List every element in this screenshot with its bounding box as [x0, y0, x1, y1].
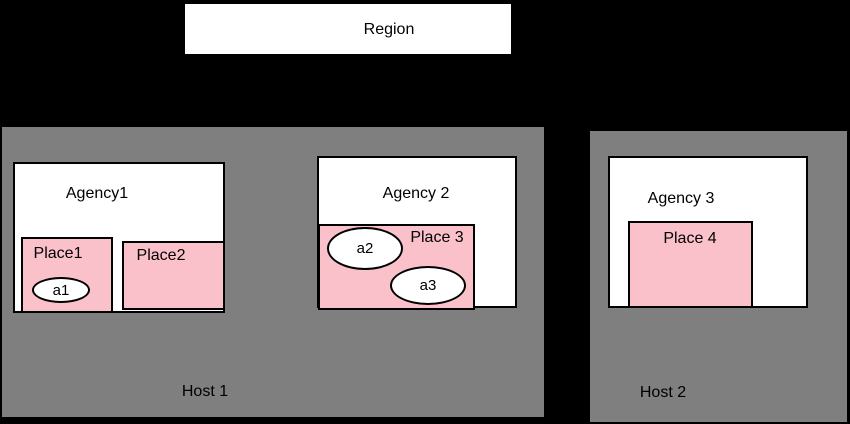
agent-a2-label: a2: [356, 240, 374, 257]
agency-3-label: Agency 3: [647, 190, 715, 207]
host-1-label: Host 1: [181, 383, 229, 400]
host-2-label: Host 2: [639, 384, 687, 401]
place-2-box: [122, 241, 225, 310]
region-label: Region: [363, 21, 415, 38]
place-4-label: Place 4: [663, 230, 717, 247]
agency-1-label: Agency1: [65, 185, 129, 202]
place-4-box: [628, 221, 753, 308]
agent-a2-ellipse: a2: [327, 227, 403, 270]
place-2-label: Place2: [136, 247, 186, 264]
agent-a1-label: a1: [52, 281, 70, 299]
place-3-label: Place 3: [410, 229, 464, 246]
agent-a1-ellipse: a1: [32, 277, 90, 303]
agent-a3-label: a3: [419, 277, 437, 294]
place-1-label: Place1: [33, 245, 83, 262]
agency-2-label: Agency 2: [382, 185, 450, 202]
agent-a3-ellipse: a3: [390, 266, 466, 305]
region-box: [183, 2, 513, 56]
